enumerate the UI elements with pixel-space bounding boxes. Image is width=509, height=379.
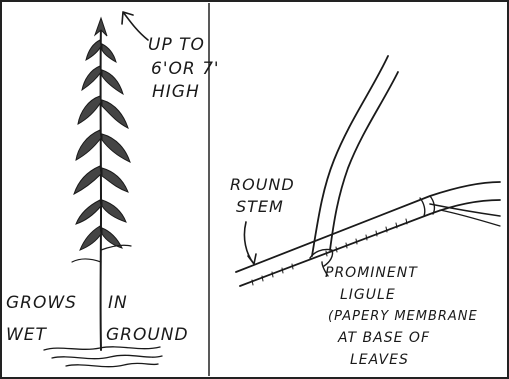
habitat-label-grows: GROWS: [6, 293, 77, 313]
ligule-label-line5: LEAVES: [350, 352, 409, 368]
habitat-label-ground: GROUND: [106, 325, 189, 345]
stem-label-line1: ROUND: [230, 175, 295, 194]
ligule-label-line1: PROMINENT: [325, 265, 418, 281]
height-label-line1: UP TO: [148, 35, 205, 55]
ground-lines: [44, 347, 162, 367]
height-arrow: [122, 12, 148, 40]
stem-detail-drawing: [236, 56, 500, 286]
stem-arrow: [244, 222, 256, 264]
ligule-label-line2: LIGULE: [340, 287, 396, 303]
stem-label-line2: STEM: [236, 197, 284, 216]
habitat-label-wet: WET: [6, 325, 48, 345]
habitat-label-in: IN: [108, 293, 128, 313]
height-label-line2: 6'OR 7': [151, 59, 220, 79]
whole-plant-drawing: [44, 12, 162, 367]
ligule-label-line4: AT BASE OF: [337, 330, 430, 346]
panicle: [74, 18, 130, 250]
ligule-label-line3: (PAPERY MEMBRANE: [328, 309, 478, 324]
height-label-line3: HIGH: [152, 82, 200, 102]
